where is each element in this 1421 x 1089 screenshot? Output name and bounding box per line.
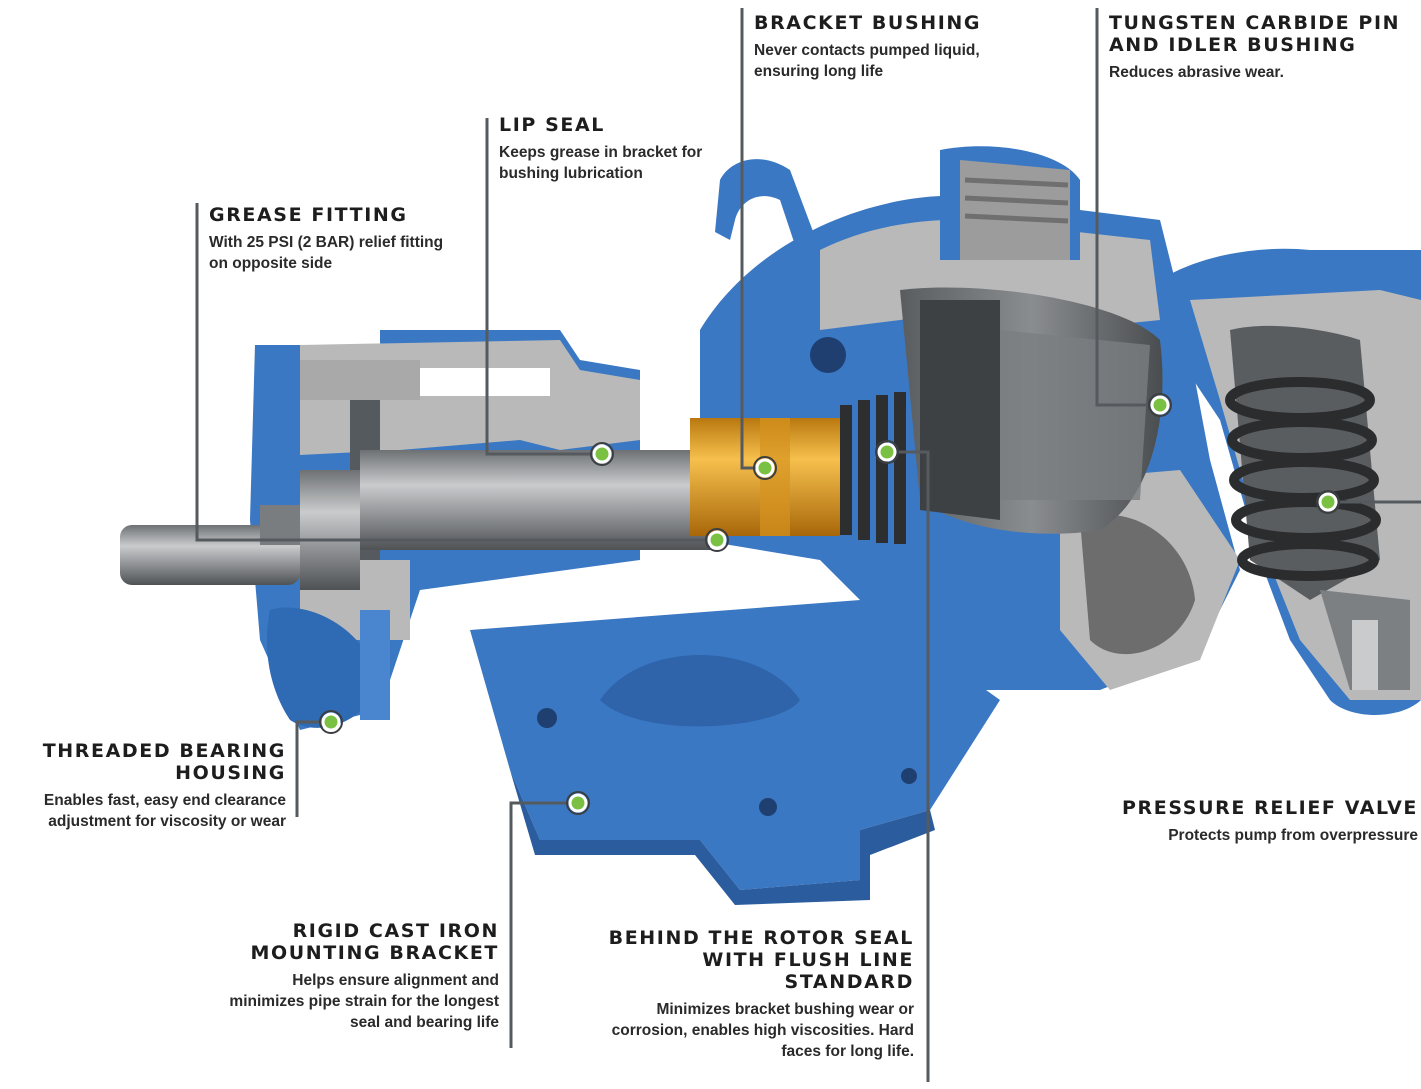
callout-grease-fitting: GREASE FITTING With 25 PSI (2 BAR) relie…	[209, 204, 444, 274]
callout-threaded-bearing-housing: THREADED BEARING HOUSING Enables fast, e…	[4, 740, 286, 832]
callout-description: Reduces abrasive wear.	[1109, 64, 1284, 81]
callout-rigid-cast-iron-bracket: RIGID CAST IRON MOUNTING BRACKET Helps e…	[216, 920, 499, 1033]
callout-title: BEHIND THE ROTOR SEAL WITH FLUSH LINE ST…	[608, 927, 914, 993]
callout-description: Minimizes bracket bushing wear or corros…	[611, 1001, 914, 1060]
dot-behind-rotor-seal	[877, 442, 897, 462]
rotor-shape	[900, 287, 1163, 534]
dot-rigid-cast-iron-bracket	[568, 793, 588, 813]
leader-behind-rotor-seal	[887, 450, 930, 1082]
dot-pressure-relief-valve	[1318, 492, 1338, 512]
callout-lip-seal: LIP SEAL Keeps grease in bracket for bus…	[499, 114, 714, 184]
leader-rigid-cast-iron-bracket	[509, 801, 578, 1048]
callout-tungsten-carbide: TUNGSTEN CARBIDE PIN AND IDLER BUSHING R…	[1109, 12, 1421, 83]
callout-title: RIGID CAST IRON MOUNTING BRACKET	[250, 920, 499, 964]
callout-description: With 25 PSI (2 BAR) relief fitting on op…	[209, 234, 444, 272]
callout-description: Protects pump from overpressure	[1168, 827, 1418, 844]
callout-description: Never contacts pumped liquid, ensuring l…	[754, 42, 980, 80]
dot-grease-fitting	[707, 530, 727, 550]
leader-tungsten-carbide	[1095, 8, 1160, 407]
dot-bracket-bushing	[755, 458, 775, 478]
leader-lip-seal	[485, 118, 602, 456]
callout-behind-rotor-seal: BEHIND THE ROTOR SEAL WITH FLUSH LINE ST…	[602, 927, 914, 1062]
leader-grease-fitting	[195, 203, 717, 542]
leader-threaded-bearing-housing	[295, 720, 331, 817]
callout-description: Keeps grease in bracket for bushing lubr…	[499, 144, 703, 182]
dot-tungsten-carbide	[1150, 395, 1170, 415]
relief-valve-shape	[1160, 248, 1421, 715]
callout-title: LIP SEAL	[499, 114, 605, 136]
mounting-bracket-shape	[470, 600, 1000, 905]
dot-threaded-bearing-housing	[321, 712, 341, 732]
callout-pressure-relief-valve: PRESSURE RELIEF VALVE Protects pump from…	[1056, 797, 1418, 846]
callout-title: PRESSURE RELIEF VALVE	[1122, 797, 1418, 819]
callout-dots	[319, 393, 1340, 815]
callout-bracket-bushing: BRACKET BUSHING Never contacts pumped li…	[754, 12, 1044, 82]
callout-description: Enables fast, easy end clearance adjustm…	[43, 792, 286, 830]
callout-title: BRACKET BUSHING	[754, 12, 982, 34]
callout-title: TUNGSTEN CARBIDE PIN AND IDLER BUSHING	[1109, 12, 1401, 56]
callout-title: GREASE FITTING	[209, 204, 408, 226]
dot-lip-seal	[592, 444, 612, 464]
callout-title: THREADED BEARING HOUSING	[42, 740, 286, 784]
callout-description: Helps ensure alignment and minimizes pip…	[229, 972, 499, 1031]
